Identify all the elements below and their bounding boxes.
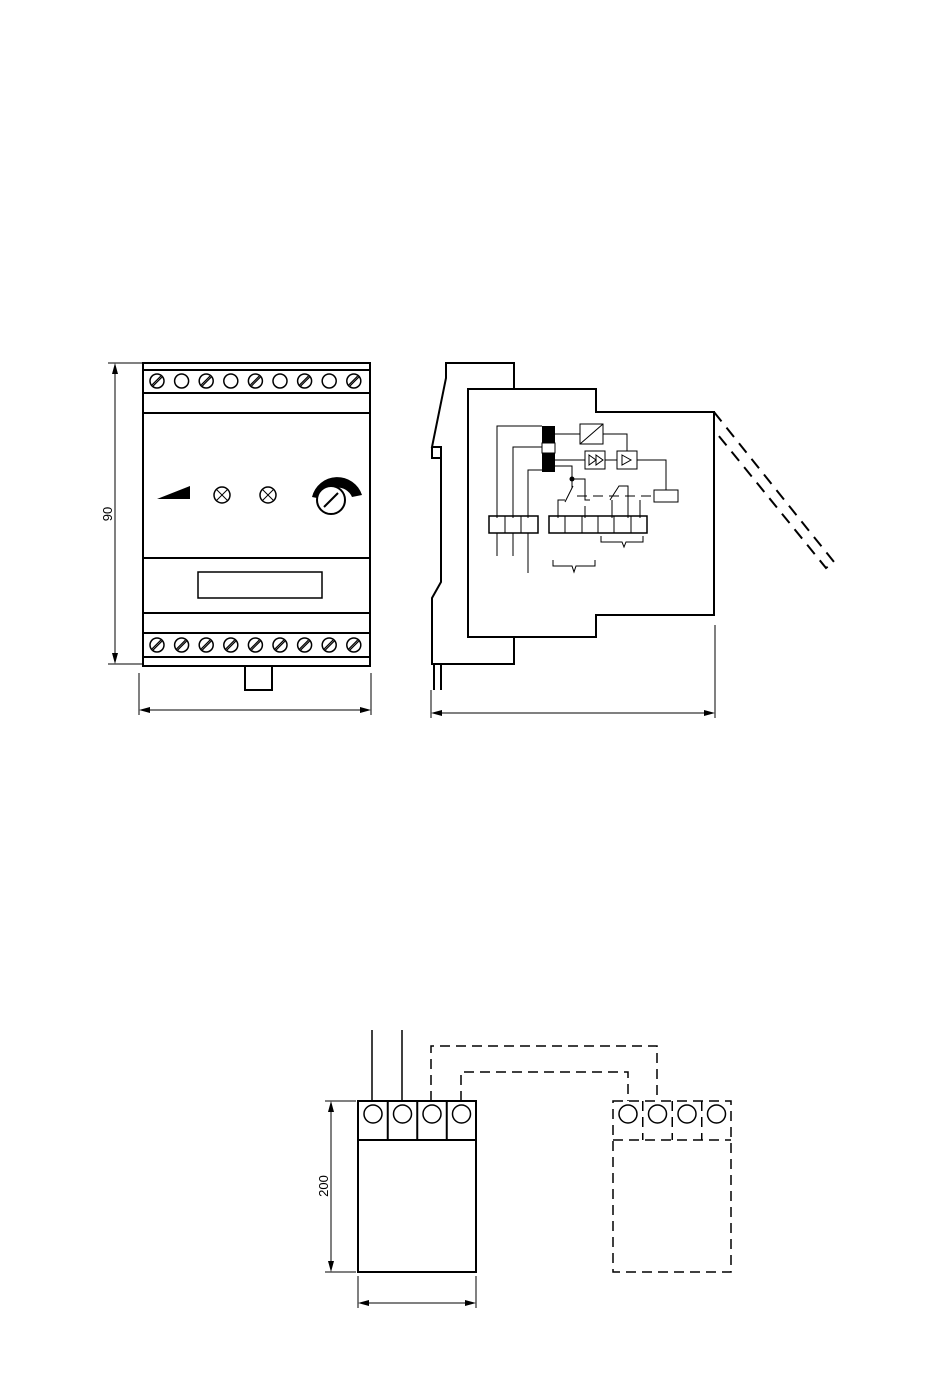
height-dimension: 90 — [100, 363, 143, 664]
internal-schematic — [489, 424, 678, 573]
terminal-screw — [273, 374, 287, 388]
side-view — [431, 363, 834, 718]
sensor-box-view: 200 — [316, 1030, 731, 1308]
sensor-terminal — [708, 1105, 726, 1123]
dashed-link-inner — [461, 1072, 628, 1101]
terminal-screw — [150, 374, 164, 388]
relay-coil — [654, 490, 678, 502]
din-rail-clip — [432, 363, 514, 664]
sensor-terminal — [394, 1105, 412, 1123]
terminal-block-input — [489, 516, 538, 533]
terminal-screw — [273, 638, 287, 652]
terminal-screw — [175, 374, 189, 388]
sensor-terminal — [678, 1105, 696, 1123]
box-height-label: 200 — [316, 1175, 331, 1197]
height-label: 90 — [100, 507, 115, 521]
amplifier-1 — [585, 451, 605, 469]
sensor-terminal — [364, 1105, 382, 1123]
terminal-screw — [199, 374, 213, 388]
box-height-dimension: 200 — [316, 1101, 356, 1272]
opened-cover — [714, 412, 834, 568]
ramp-symbol — [157, 486, 190, 499]
box-width-dimension — [358, 1276, 476, 1308]
sensor-terminal — [619, 1105, 637, 1123]
terminal-screw — [347, 638, 361, 652]
terminal-screw — [322, 638, 336, 652]
width-dimension — [139, 673, 371, 715]
din-latch — [245, 666, 272, 690]
indicator-lamp-2 — [260, 487, 276, 503]
terminal-screw — [298, 638, 312, 652]
sensor-terminal — [649, 1105, 667, 1123]
label-window — [198, 572, 322, 598]
terminal-screw — [175, 638, 189, 652]
terminal-screw — [248, 374, 262, 388]
top-terminal-row — [150, 374, 361, 388]
bottom-terminal-row — [150, 638, 361, 652]
terminal-screw — [248, 638, 262, 652]
terminal-screw — [347, 374, 361, 388]
front-housing — [143, 363, 370, 666]
sensor-terminal — [423, 1105, 441, 1123]
terminal-screw — [199, 638, 213, 652]
terminal-screw — [298, 374, 312, 388]
terminal-screw — [322, 374, 336, 388]
indicator-lamp-1 — [214, 487, 230, 503]
dashed-link-outer — [431, 1046, 657, 1101]
sensor-terminal — [453, 1105, 471, 1123]
terminal-screw — [224, 638, 238, 652]
depth-dimension — [431, 625, 715, 718]
adjustment-knob — [312, 477, 362, 514]
terminal-screw — [150, 638, 164, 652]
amplifier-2 — [617, 451, 637, 469]
front-view: 90 — [100, 363, 371, 715]
remote-terminal-row — [619, 1101, 726, 1140]
sensor-terminal-row — [364, 1101, 471, 1140]
terminal-screw — [224, 374, 238, 388]
